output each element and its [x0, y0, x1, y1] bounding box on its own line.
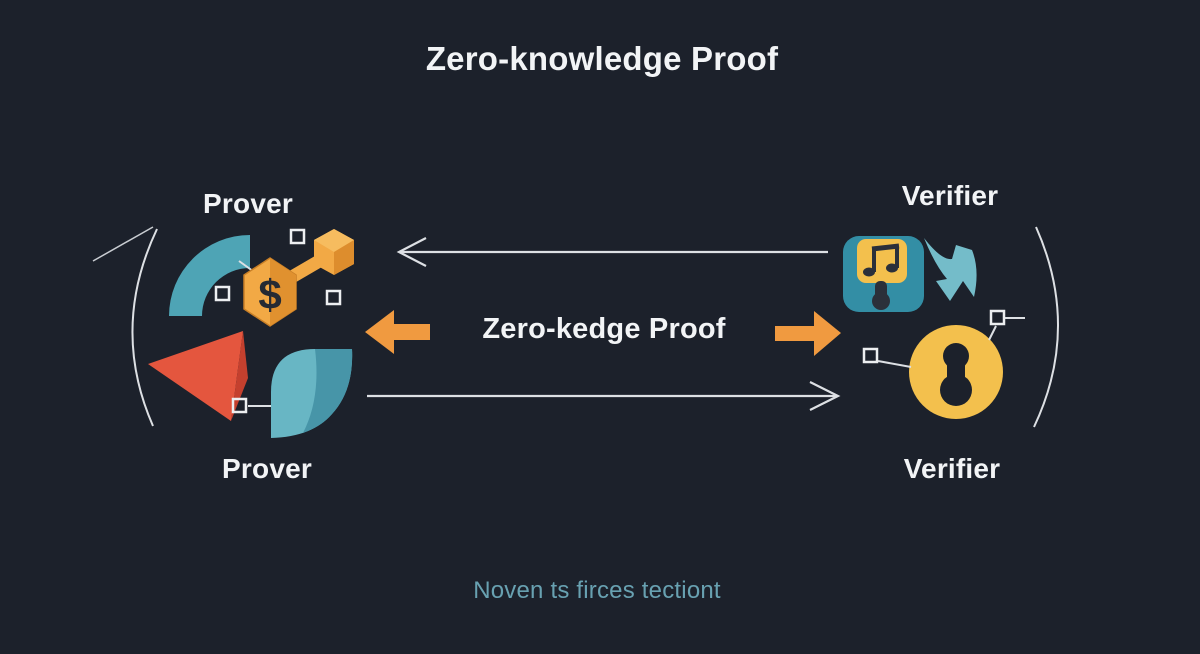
center-message: Zero-kedge Proof	[482, 313, 726, 345]
dollar-symbol: $	[258, 271, 281, 318]
progress-arc-icon	[169, 235, 250, 316]
callout-squares-prover	[214, 228, 342, 306]
footer-caption: Noven ts firces tectiont	[473, 577, 721, 604]
dumbbell-icon	[281, 229, 354, 287]
swoosh-arrow-icon	[924, 238, 977, 301]
music-note-key-icon	[843, 236, 924, 312]
prover-top-label: Prover	[203, 188, 293, 219]
prover-bottom-label: Prover	[222, 453, 312, 484]
verifier-top-label: Verifier	[901, 180, 999, 211]
page-title: Zero-knowledge Proof	[425, 40, 779, 77]
orange-arrow-left-icon	[365, 310, 430, 354]
callout-square-cone	[231, 397, 271, 414]
verifier-bottom-label: Verifier	[903, 453, 1001, 484]
callout-squares-lock	[862, 309, 1025, 368]
arrow-to-verifier	[367, 381, 841, 411]
dollar-hexagon-icon: $	[243, 257, 297, 327]
keyhole-lock-icon	[909, 325, 1003, 419]
orange-arrow-right-icon	[775, 311, 841, 356]
stray-line	[92, 226, 154, 262]
right-paren-arc	[1033, 226, 1059, 428]
leaf-icon	[271, 349, 353, 438]
arrow-to-prover	[396, 237, 828, 267]
left-paren-arc	[131, 228, 158, 427]
